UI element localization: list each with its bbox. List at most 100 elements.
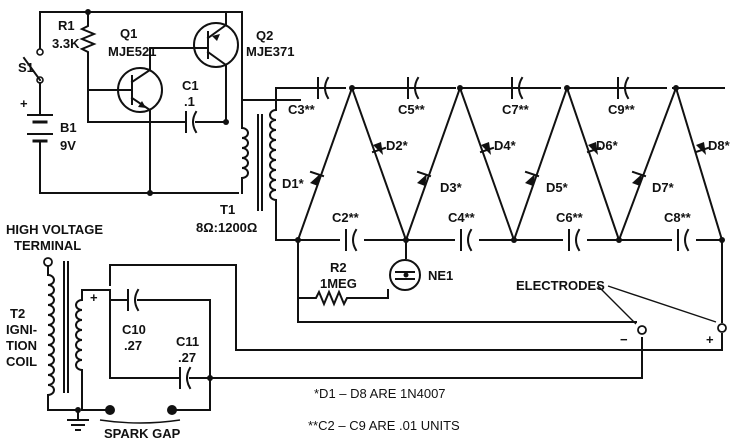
t1-label: T1 [220,202,235,217]
labels: R1 3.3K S1 + B1 9V Q1 MJE521 Q2 MJE371 C… [6,18,731,440]
c10-value: .27 [124,338,142,353]
top-rail-wire [39,11,301,101]
c3-capacitor [317,76,330,100]
d1-label: D1* [282,176,305,191]
b1-value: 9V [60,138,76,153]
spark-gap-electrode [167,405,177,415]
c1-wire [87,89,187,123]
c9-label: C9** [608,102,636,117]
d7-diode [631,170,647,186]
plus-terminal-label: + [706,332,714,347]
d8-diode [694,142,710,155]
r1-label: R1 [58,18,75,33]
bottom-rail-wire [39,140,239,194]
spark-gap-label: SPARK GAP [104,426,181,440]
c10-wire [109,299,129,379]
spark-gap-bracket [99,419,181,424]
hv-terminal-label: HIGH VOLTAGE [6,222,103,237]
note-capacitors: **C2 – C9 ARE .01 UNITS [308,418,460,433]
d3-diode [416,170,432,186]
r2-value: 1MEG [320,276,357,291]
q1-label: Q1 [120,26,137,41]
hv-terminal-label: TERMINAL [14,238,81,253]
diode-chain-wire [296,84,724,244]
spark-gap-electrode [105,405,115,415]
d6-diode [586,142,602,155]
d4-diode [479,142,495,155]
d7-label: D7* [652,180,675,195]
ne1-dot [403,272,409,278]
minus-terminal-label: − [620,332,628,347]
plus-return-wire [109,264,723,351]
t2-wire [47,394,79,411]
c6-capacitor [568,228,581,252]
t2-label: COIL [6,354,37,369]
d2-diode [371,142,387,155]
t2-core [63,261,69,393]
c10-capacitor [127,288,140,312]
q2-transistor-body [193,22,239,68]
t1-secondary-coil [269,108,299,241]
q2-base [179,31,209,59]
c11-value: .27 [178,350,196,365]
hv-terminal [43,257,53,267]
minus-lead-wire [297,297,637,323]
plus-electrode [717,323,727,333]
ne1-neon-lamp [389,259,421,291]
c5-capacitor [407,76,420,100]
q2-part: MJE371 [246,44,294,59]
c1-capacitor [185,110,198,134]
t2-label: T2 [10,306,25,321]
c7-capacitor [511,76,524,100]
r2-resistor [297,239,389,307]
d5-diode [524,170,540,186]
electrodes-label: ELECTRODES [516,278,605,293]
q2-label: Q2 [256,28,273,43]
battery-plus: + [20,96,28,111]
q1-base [117,75,133,105]
t2-label: IGNI- [6,322,37,337]
s1-contact [36,48,44,56]
d8-label: D8* [708,138,731,153]
c9-capacitor [617,76,630,100]
c1-value: .1 [184,94,195,109]
junction-dot [147,190,153,196]
q2-emitter-arrow [212,34,220,41]
d1-diode [309,170,325,186]
c5-label: C5** [398,102,426,117]
multiplier-section [109,76,727,379]
junction-dot [207,375,213,381]
b1-label: B1 [60,120,77,135]
ne1-electrodes [395,271,415,280]
t1-ratio: 8Ω:1200Ω [196,220,257,235]
oscillator-section [22,9,301,241]
c2-capacitor [345,228,358,252]
junction-dot [223,119,229,125]
t1-secondary-wire [275,87,301,111]
q1-emitter-arrow [138,101,146,108]
c8-capacitor [677,228,690,252]
t2-primary-wire [81,289,111,301]
s1-label: S1 [18,60,34,75]
t1-core [257,114,263,211]
c2-label: C2** [332,210,360,225]
c4-capacitor [460,228,473,252]
minus-electrode [637,325,647,335]
c10-label: C10 [122,322,146,337]
c7-label: C7** [502,102,530,117]
t2-primary-coil [75,298,84,372]
q2-emitter [206,11,227,40]
c4-label: C4** [448,210,476,225]
q1-collector [130,47,181,84]
ne1-label: NE1 [428,268,453,283]
d4-label: D4* [494,138,517,153]
c8-label: C8** [664,210,692,225]
t2-secondary-coil [46,273,55,397]
d6-label: D6* [596,138,619,153]
c6-label: C6** [556,210,584,225]
d2-label: D2* [386,138,409,153]
junction-dot [85,9,91,15]
c11-capacitor [179,366,192,390]
